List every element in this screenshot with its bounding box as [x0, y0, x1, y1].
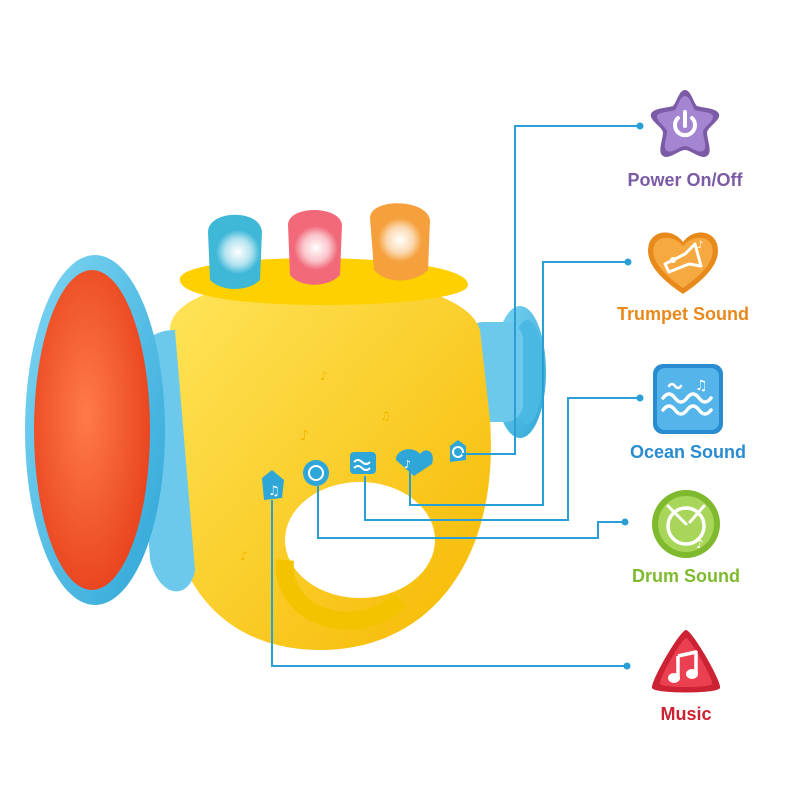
feature-music: Music	[596, 626, 776, 725]
button-drum[interactable]	[303, 460, 329, 486]
toy-bell	[25, 255, 195, 605]
leader-line-ocean	[364, 397, 640, 521]
leader-line-trumpet	[409, 261, 628, 506]
feature-label: Music	[660, 704, 712, 724]
music-note-triangle-icon	[651, 630, 721, 693]
button-music[interactable]: ♫	[262, 470, 284, 500]
light-cap-orange	[370, 203, 430, 281]
leader-lines	[271, 122, 644, 670]
leader-dot-power	[636, 122, 644, 130]
leader-dot-music	[623, 662, 631, 670]
toy-trumpet: ♪ ♫ ♪ ♪ ♫	[25, 203, 546, 650]
feature-power: Power On/Off	[595, 84, 775, 191]
leader-dot-ocean	[636, 394, 644, 402]
feature-drum: ♪ Drum Sound	[596, 488, 776, 587]
svg-text:♪: ♪	[320, 369, 328, 383]
toy-body: ♪ ♫ ♪ ♪	[169, 277, 491, 650]
svg-text:♪: ♪	[240, 549, 248, 563]
ocean-wave-icon: ♫	[653, 364, 723, 434]
leader-line-music	[271, 500, 627, 667]
trumpet-heart-icon: ♪	[648, 232, 718, 294]
drum-circle-icon: ♪	[652, 490, 720, 558]
svg-text:♪: ♪	[696, 537, 704, 551]
button-ocean[interactable]	[350, 452, 376, 474]
svg-text:♪: ♪	[404, 458, 411, 471]
svg-text:♫: ♫	[695, 378, 708, 394]
feature-label: Ocean Sound	[629, 442, 746, 462]
leader-dot-drum	[621, 518, 629, 526]
svg-text:♪: ♪	[697, 240, 703, 251]
light-cap-red	[288, 210, 342, 285]
feature-ocean: ♫ Ocean Sound	[598, 362, 778, 463]
feature-label: Drum Sound	[632, 566, 740, 586]
button-trumpet[interactable]: ♪	[396, 449, 433, 476]
feature-label: Power On/Off	[627, 170, 743, 190]
button-power[interactable]	[450, 440, 466, 462]
leader-dot-trumpet	[624, 258, 632, 266]
feature-label: Trumpet Sound	[617, 304, 749, 324]
leader-line-power	[462, 125, 640, 455]
leader-line-drum	[317, 486, 625, 539]
power-star-icon	[650, 90, 720, 157]
svg-text:♫: ♫	[380, 409, 391, 423]
feature-trumpet: ♪ Trumpet Sound	[593, 224, 773, 325]
svg-text:♫: ♫	[268, 484, 280, 499]
light-cap-blue	[208, 214, 262, 289]
svg-text:♪: ♪	[300, 428, 309, 444]
